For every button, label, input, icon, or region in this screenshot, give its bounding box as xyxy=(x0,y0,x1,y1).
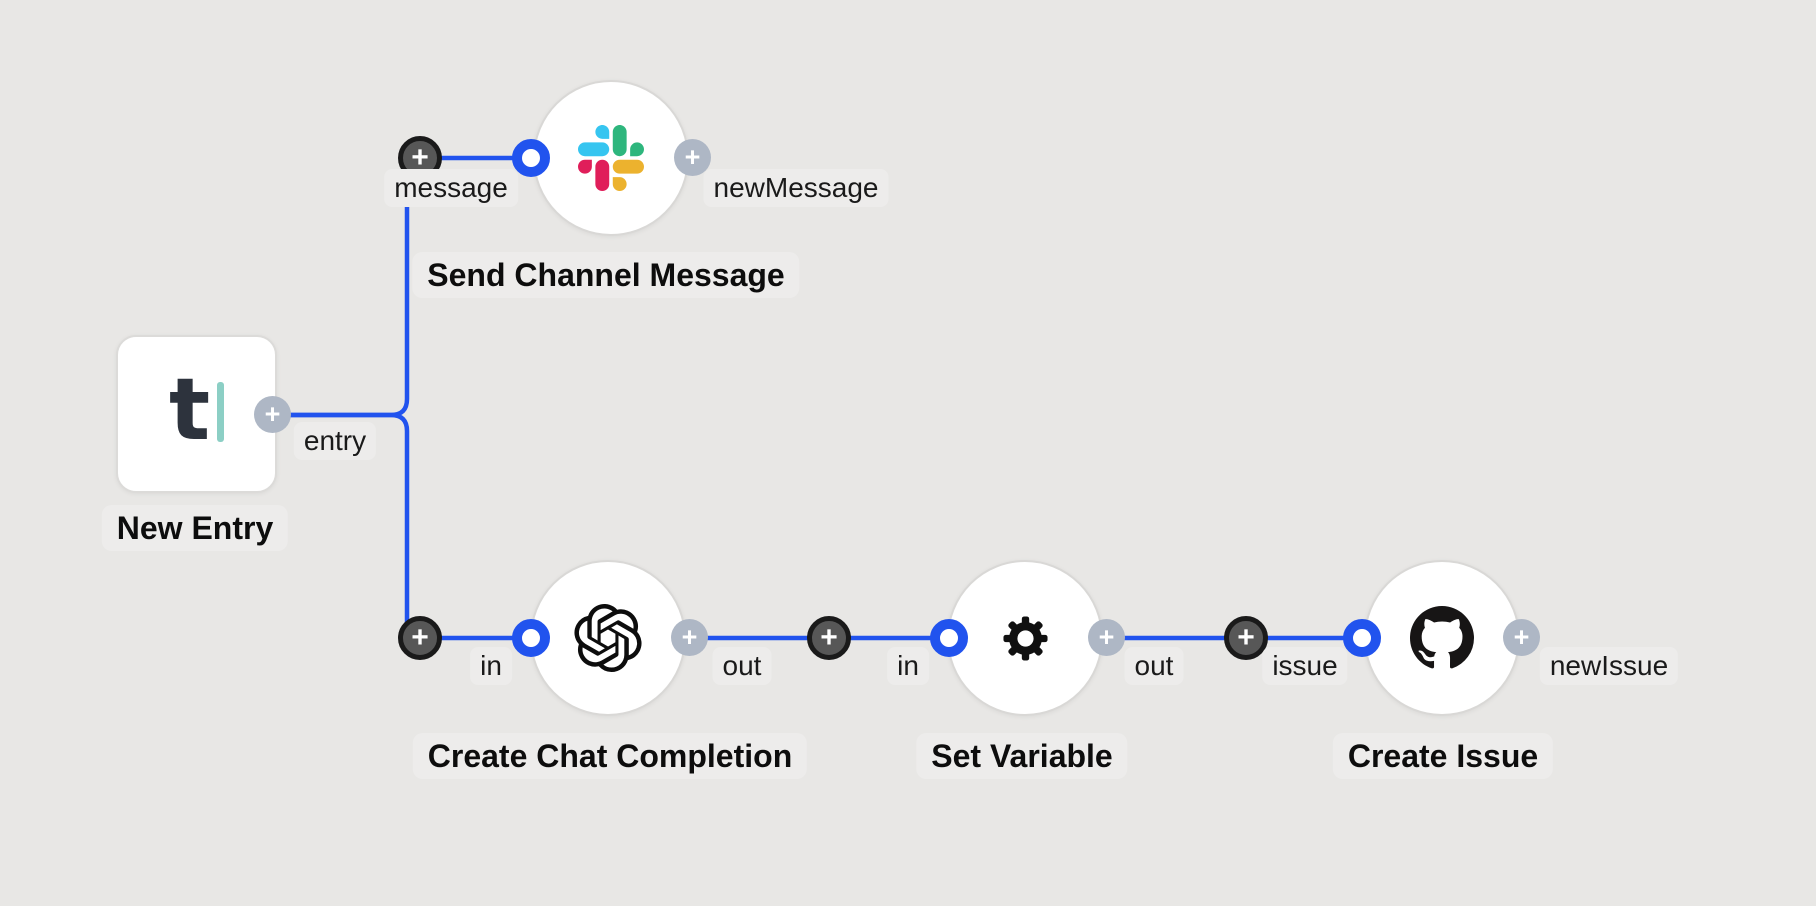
edge-entry-to-in[interactable] xyxy=(270,412,534,641)
plus-icon: + xyxy=(1237,621,1255,654)
port-label-out-openai: out xyxy=(712,647,772,685)
insert-node-button-issue[interactable]: + xyxy=(1224,616,1268,660)
input-port-message[interactable] xyxy=(512,139,550,177)
node-title-send-channel-message: Send Channel Message xyxy=(412,252,800,298)
add-output-button-out-setvariable[interactable]: + xyxy=(1088,619,1125,656)
node-title-set-variable: Set Variable xyxy=(916,733,1128,779)
plus-icon: + xyxy=(1513,622,1530,652)
add-output-button-newissue[interactable]: + xyxy=(1503,619,1540,656)
add-output-button-out-openai[interactable]: + xyxy=(671,619,708,656)
node-set-variable[interactable] xyxy=(947,560,1103,716)
node-title-create-issue: Create Issue xyxy=(1332,733,1554,779)
typeform-icon: t xyxy=(168,360,225,460)
node-create-chat-completion[interactable] xyxy=(530,560,686,716)
typeform-t-glyph: t xyxy=(168,360,211,460)
plus-icon: + xyxy=(264,399,281,429)
input-port-in-openai[interactable] xyxy=(512,619,550,657)
github-icon xyxy=(1410,606,1474,669)
node-send-channel-message[interactable] xyxy=(533,80,689,236)
port-label-in-openai: in xyxy=(470,647,512,685)
plus-icon: + xyxy=(820,621,838,654)
plus-icon: + xyxy=(681,622,698,652)
input-port-issue[interactable] xyxy=(1343,619,1381,657)
plus-icon: + xyxy=(684,142,701,172)
insert-node-button-message[interactable]: + xyxy=(398,136,442,180)
add-output-button-entry[interactable]: + xyxy=(254,396,291,433)
node-title-create-chat-completion: Create Chat Completion xyxy=(412,733,808,779)
plus-icon: + xyxy=(411,141,429,174)
insert-node-button-in-setvariable[interactable]: + xyxy=(807,616,851,660)
node-create-issue[interactable] xyxy=(1364,560,1520,716)
insert-node-button-in-openai[interactable]: + xyxy=(398,616,442,660)
gear-icon xyxy=(1002,615,1048,661)
port-label-newmessage: newMessage xyxy=(703,169,889,207)
openai-icon xyxy=(574,604,642,672)
node-title-new-entry: New Entry xyxy=(101,505,289,551)
port-label-in-setvariable: in xyxy=(887,647,929,685)
plus-icon: + xyxy=(1098,622,1115,652)
port-label-issue: issue xyxy=(1262,647,1348,685)
port-label-message: message xyxy=(384,169,518,207)
add-output-button-newmessage[interactable]: + xyxy=(674,139,711,176)
slack-icon xyxy=(578,125,644,191)
node-new-entry[interactable]: t xyxy=(116,335,277,493)
plus-icon: + xyxy=(411,621,429,654)
typeform-bar xyxy=(217,382,225,442)
input-port-in-setvariable[interactable] xyxy=(930,619,968,657)
port-label-entry: entry xyxy=(293,422,377,460)
port-label-newissue: newIssue xyxy=(1539,647,1679,685)
port-label-out-setvariable: out xyxy=(1124,647,1184,685)
